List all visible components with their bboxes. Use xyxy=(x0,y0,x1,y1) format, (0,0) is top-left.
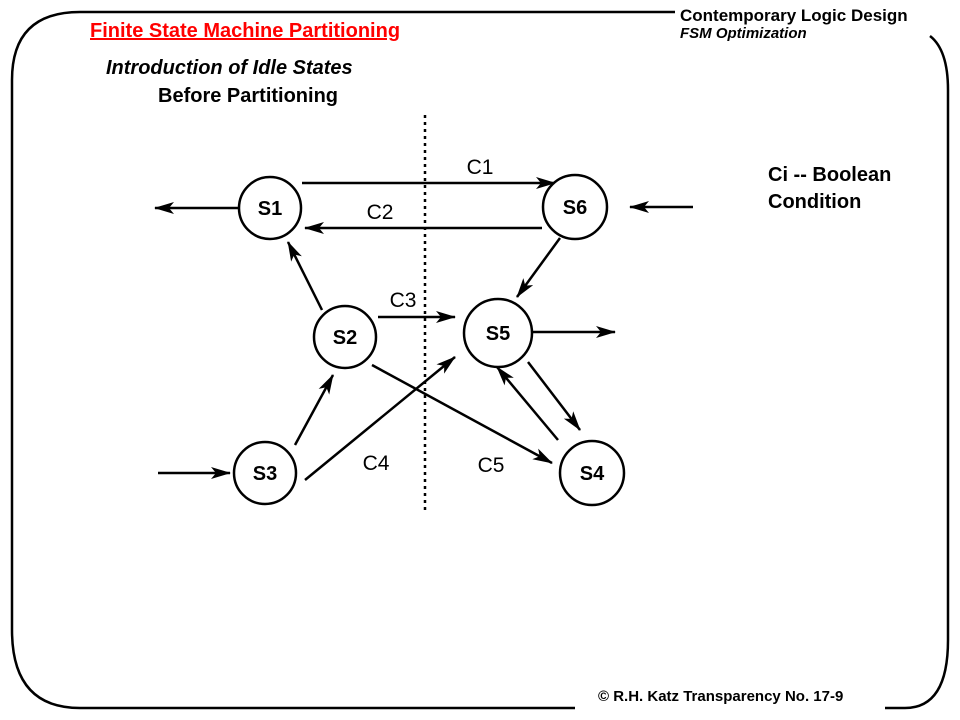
transition-label-c3: C3 xyxy=(390,289,417,312)
state-s4 xyxy=(558,439,626,507)
transition-s6-to-s5 xyxy=(515,237,562,298)
state-label-s4: S4 xyxy=(580,463,605,485)
diagram-caption: Before Partitioning xyxy=(158,85,339,107)
transition-label-c5: C5 xyxy=(478,454,505,477)
transition-s3-to-s5 xyxy=(304,356,456,481)
transition-s2-to-s1 xyxy=(286,241,324,311)
slide-title: Finite State Machine Partitioning xyxy=(90,20,401,42)
state-s6 xyxy=(541,173,609,241)
state-s1 xyxy=(237,175,303,241)
state-s5 xyxy=(462,297,534,369)
course-subtitle: FSM Optimization xyxy=(680,25,807,42)
legend-text-continued: Condition xyxy=(768,191,862,213)
transition-s3-to-s2 xyxy=(293,374,335,446)
transition-s4-to-s5 xyxy=(496,366,559,441)
course-title: Contemporary Logic Design xyxy=(680,6,908,25)
footer-credit: © R.H. Katz Transparency No. 17-9 xyxy=(598,688,844,705)
transition-s2-to-s4 xyxy=(371,363,553,465)
state-label-s3: S3 xyxy=(253,463,277,485)
state-s3 xyxy=(232,440,298,506)
state-s2 xyxy=(312,304,378,370)
transition-label-c2: C2 xyxy=(367,201,394,224)
legend-text: Ci -- Boolean xyxy=(768,164,892,186)
state-label-s5: S5 xyxy=(486,323,510,345)
transition-s5-to-s4 xyxy=(527,361,581,431)
state-label-s1: S1 xyxy=(258,198,282,220)
state-label-s6: S6 xyxy=(563,197,587,219)
transition-label-c4: C4 xyxy=(363,452,390,475)
transition-label-c1: C1 xyxy=(467,156,494,179)
state-label-s2: S2 xyxy=(333,327,357,349)
section-title: Introduction of Idle States xyxy=(106,57,353,79)
